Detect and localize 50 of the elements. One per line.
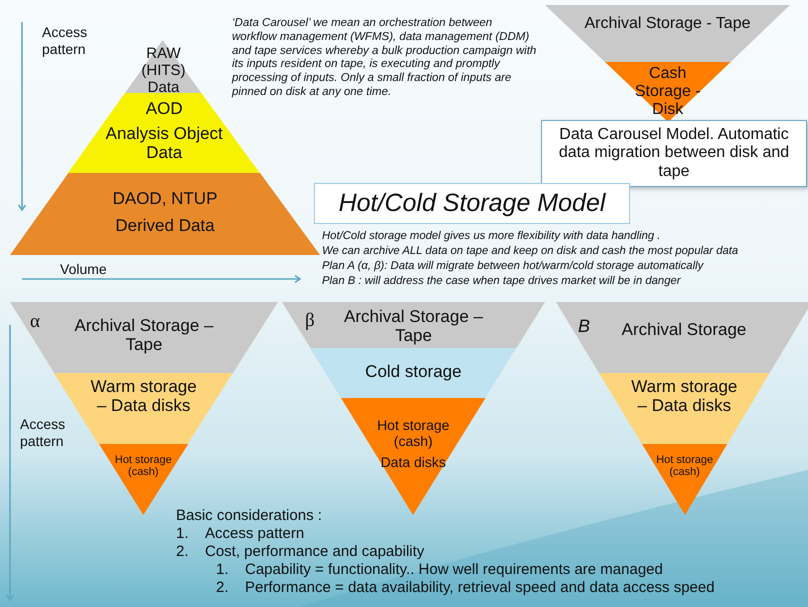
note-text: Plan B : will address the case when tape drives market will be in danger	[322, 275, 681, 289]
layer-label: Hot storage (cash)	[376, 418, 450, 450]
funnel-layer	[556, 302, 808, 373]
description-text: ‘Data Carousel’ we mean an orchestration between workflow management (WFMS), data management (DDM) and tape services whereby a bulk production campaign with its inputs resident on tape, is executing and promptly processing of inputs. Only a small fraction of inputs are pinned on disk at any one time.	[232, 17, 537, 100]
variant-letter: β	[305, 310, 315, 333]
funnel-layer	[341, 398, 486, 515]
layer-label: Cold storage	[364, 362, 463, 382]
layer-label: Archival Storage	[620, 320, 748, 340]
axis-label: Volume	[60, 261, 107, 278]
funnel-layer	[545, 5, 790, 62]
layer-label: Hot storage (cash)	[114, 454, 173, 479]
funnel-layer	[604, 62, 731, 122]
layer-label: Archival Storage – Tape	[343, 307, 484, 346]
layer-label: DAOD, NTUP	[112, 189, 218, 208]
list-item: Capability = functionality.. How well requirements are managed	[245, 561, 663, 579]
layer-label: RAW (HITS) Data	[140, 46, 187, 96]
variant-letter: B	[578, 316, 590, 338]
note-text: Plan A (α, β): Data will migrate between hot/warm/cold storage automatically	[322, 260, 704, 274]
layer-label: Data disks	[380, 455, 447, 472]
list-heading: Basic considerations :	[176, 507, 322, 525]
layer-label: Hot storage (cash)	[655, 454, 714, 479]
layer-label: Analysis Object Data	[104, 124, 224, 162]
list-item: Performance = data availability, retrieval speed and data access speed	[245, 579, 715, 597]
note-text: We can archive ALL data on tape and keep on disk and cash the most popular data	[322, 245, 738, 259]
layer-label: Derived Data	[114, 216, 216, 236]
axis-label: Access pattern	[20, 416, 66, 450]
layer-label: Warm storage – Data disks	[630, 377, 738, 416]
pyramid-layer	[125, 40, 202, 93]
layer-label: Archival Storage - Tape	[583, 15, 752, 33]
heading-box: Hot/Cold Storage Model	[314, 183, 630, 224]
funnel-layer	[282, 302, 545, 348]
list-item: Access pattern	[205, 525, 304, 543]
layer-label: Cash Storage - Disk	[634, 65, 702, 119]
variant-letter: α	[30, 311, 40, 334]
list-number: 2.	[216, 579, 229, 597]
funnel-layer	[599, 373, 770, 444]
list-number: 1.	[216, 561, 229, 579]
funnel-layer	[10, 302, 278, 373]
list-number: 1.	[176, 525, 189, 543]
funnel-layer	[310, 348, 516, 398]
pyramid-layer	[10, 173, 320, 255]
axis-label: Access pattern	[42, 24, 88, 58]
layer-label: Archival Storage – Tape	[74, 316, 214, 354]
layer-label: Warm storage – Data disks	[90, 377, 198, 416]
funnel-layer	[642, 444, 728, 515]
layer-label: AOD	[144, 99, 184, 118]
list-item: Cost, performance and capability	[205, 543, 424, 561]
note-text: Hot/Cold storage model gives us more flexibility with data handling .	[322, 230, 660, 244]
list-number: 2.	[176, 543, 189, 561]
caption-box: Data Carousel Model. Automatic data migration between disk and tape	[541, 120, 807, 187]
